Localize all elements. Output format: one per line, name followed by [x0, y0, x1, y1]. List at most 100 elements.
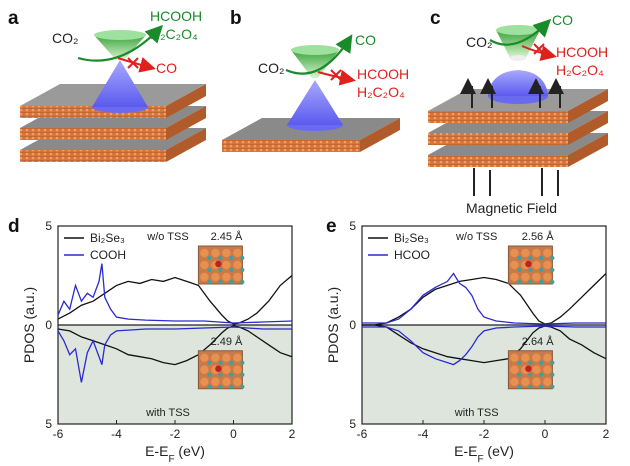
- chart-d-inset-atom: [200, 353, 209, 362]
- chart-e-inset-atom: [543, 248, 552, 258]
- chart-d-annot-bottom: with TSS: [145, 407, 190, 419]
- chart-e-xlabel: E-EF (eV): [454, 443, 514, 465]
- panel-a-green-arrow: [77, 24, 164, 62]
- chart-e-inset-atom-se: [550, 384, 555, 389]
- chart-d-inset-atom: [200, 248, 209, 258]
- chart-e-inset-atom-se: [528, 360, 533, 365]
- panel-b-red-arrow: [317, 69, 356, 86]
- panel-letter-b: b: [230, 8, 242, 29]
- chart-e-bond-top: 2.56 Å: [522, 230, 554, 243]
- chart-e-inset-atom: [532, 272, 541, 282]
- chart-d-inset-atom-se: [240, 280, 245, 284]
- panel-c-product-red-1: HCOOH: [556, 44, 609, 60]
- chart-d-series-0-down: [57, 325, 293, 366]
- magnetic-field-arrows: [460, 78, 564, 196]
- chart-e-inset-atom: [521, 248, 530, 258]
- chart-d-inset-atom: [233, 377, 242, 386]
- chart-d-inset-atom-se: [229, 372, 234, 377]
- panel-letter-c: c: [430, 8, 441, 29]
- chart-e-inset-atom-se: [528, 372, 533, 377]
- chart-e-inset-atom-se: [528, 384, 533, 389]
- chart-d-ylabel: PDOS (a.u.): [21, 287, 37, 363]
- panel-b-dirac-cone: [287, 45, 343, 131]
- chart-e-inset-atom: [543, 377, 552, 386]
- chart-e-inset-structure-0: [507, 245, 555, 285]
- chart-e-inset-atom-se: [550, 280, 555, 284]
- chart-e-inset-atom: [543, 260, 552, 270]
- chart-e-inset-atom: [532, 377, 541, 386]
- chart-e-inset-atom-se: [539, 360, 544, 365]
- chart-d-inset-structure-0: [197, 245, 245, 285]
- chart-d-inset-atom: [211, 248, 220, 258]
- panel-b-cross-icon: [330, 69, 342, 81]
- chart-e-inset-atom: [543, 272, 552, 282]
- chart-e-inset-atom: [521, 353, 530, 362]
- chart-e-ytick-label: 5: [349, 417, 356, 431]
- chart-d-inset-atom-se: [240, 256, 245, 260]
- chart-e-xtick-label: -2: [479, 427, 490, 441]
- chart-d-ytick-label: 5: [45, 417, 52, 431]
- chart-e-inset-atom: [532, 365, 541, 374]
- chart-d-inset-atom-se: [240, 372, 245, 377]
- panel-c-co2-label: CO₂: [466, 34, 493, 50]
- chart-e-series-0-down: [362, 324, 607, 364]
- chart-d-inset-atom: [222, 272, 231, 282]
- panel-b-product-red-1: HCOOH: [357, 66, 410, 82]
- chart-d-inset-atom-se: [229, 280, 234, 284]
- chart-d-inset-atom: [200, 260, 209, 270]
- panel-b-product-green: CO: [355, 32, 376, 48]
- chart-e-legend-label: Bi₂Se₃: [394, 231, 429, 245]
- chart-d-inset-atom: [233, 365, 242, 374]
- chart-d-inset-atom: [233, 272, 242, 282]
- chart-e-series-1-up: [362, 272, 606, 325]
- panel-b-co2-label: CO₂: [258, 60, 285, 76]
- chart-e-inset-atom: [510, 248, 519, 258]
- chart-e-inset-atom-se: [528, 268, 533, 272]
- panel-c-green-arrow: [489, 18, 552, 46]
- chart-e-shade-region: [362, 325, 606, 424]
- panel-c-cross-icon: [533, 43, 545, 55]
- chart-d-inset-atom-se: [229, 384, 234, 389]
- chart-e-inset-atom: [510, 272, 519, 282]
- chart-e-inset-atom-se: [550, 360, 555, 365]
- panel-a-co2-label: CO₂: [52, 30, 79, 46]
- chart-e-inset-atom: [521, 377, 530, 386]
- chart-d-annot-top: w/o TSS: [146, 231, 188, 243]
- chart-d-inset-atom-se: [218, 384, 223, 389]
- chart-e-inset-adsorbate: [525, 365, 532, 372]
- chart-d-xtick-label: 2: [289, 427, 296, 441]
- panel-a-dirac-cone: [92, 30, 148, 113]
- chart-d-inset-atom: [222, 353, 231, 362]
- chart-e-xtick-label: -4: [418, 427, 429, 441]
- chart-d-ytick-label: 5: [45, 219, 52, 233]
- chart-e-annot-top: w/o TSS: [455, 231, 497, 243]
- chart-d-xtick-label: 0: [230, 427, 237, 441]
- chart-e-inset-atom-se: [517, 268, 522, 272]
- chart-e-inset-atom-se: [517, 384, 522, 389]
- chart-e-ylabel: PDOS (a.u.): [325, 287, 341, 363]
- chart-d-inset-atom: [200, 365, 209, 374]
- chart-d-inset-atom: [200, 272, 209, 282]
- chart-d-ytick-label: 0: [45, 318, 52, 332]
- chart-d-inset-atom-se: [218, 372, 223, 377]
- chart-e-inset-atom-se: [528, 256, 533, 260]
- chart-e-inset-atom-se: [517, 256, 522, 260]
- chart-d-legend-label: COOH: [90, 248, 126, 262]
- chart-d-inset-atom: [233, 248, 242, 258]
- chart-d-inset-atom: [222, 377, 231, 386]
- magnetic-field-label: Magnetic Field: [466, 200, 558, 216]
- chart-e-inset-atom: [532, 248, 541, 258]
- chart-e-xtick-label: -6: [357, 427, 368, 441]
- chart-e-inset-atom: [532, 260, 541, 270]
- chart-e-series-1-down: [362, 325, 606, 366]
- chart-d-inset-adsorbate: [215, 260, 222, 268]
- chart-d-inset-atom-se: [218, 280, 223, 284]
- chart-d-xtick-label: -4: [111, 427, 122, 441]
- panel-letter-a: a: [8, 8, 19, 29]
- chart-d-inset-atom: [211, 353, 220, 362]
- chart-e-inset-atom: [510, 260, 519, 270]
- chart-e-inset-atom-se: [550, 256, 555, 260]
